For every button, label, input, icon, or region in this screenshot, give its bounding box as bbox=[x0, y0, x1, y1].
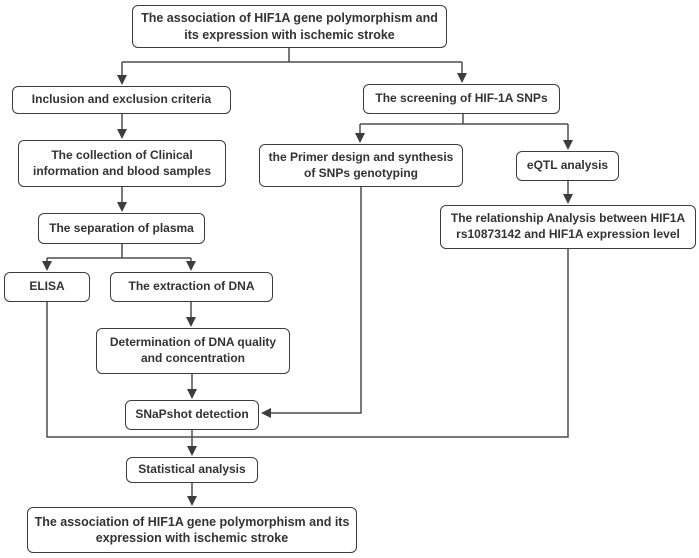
node-snp-screening: The screening of HIF-1A SNPs bbox=[363, 84, 560, 114]
node-statistical-analysis: Statistical analysis bbox=[126, 457, 258, 483]
edge-elisa-relationship-merge bbox=[46, 249, 569, 438]
node-snapshot-detection: SNaPshot detection bbox=[125, 400, 259, 430]
node-dna-extraction: The extraction of DNA bbox=[110, 272, 273, 302]
node-primer-design: the Primer design and synthesis of SNPs … bbox=[259, 144, 463, 187]
node-elisa: ELISA bbox=[4, 272, 90, 302]
edge-screening-split bbox=[360, 114, 568, 125]
node-clinical-collection: The collection of Clinical information a… bbox=[18, 140, 226, 187]
node-plasma-separation: The separation of plasma bbox=[38, 213, 205, 244]
node-dna-quality-determination: Determination of DNA quality and concent… bbox=[96, 328, 290, 374]
node-inclusion-exclusion-criteria: Inclusion and exclusion criteria bbox=[12, 86, 231, 114]
node-eqtl-analysis: eQTL analysis bbox=[516, 151, 619, 181]
node-study-title: The association of HIF1A gene polymorphi… bbox=[132, 5, 447, 48]
node-conclusion: The association of HIF1A gene polymorphi… bbox=[27, 507, 357, 553]
edge-top-split bbox=[122, 48, 462, 63]
edge-primer-to-snapshot bbox=[261, 187, 362, 418]
edge-plasma-split bbox=[47, 244, 191, 259]
node-relationship-analysis: The relationship Analysis between HIF1A … bbox=[440, 205, 696, 249]
